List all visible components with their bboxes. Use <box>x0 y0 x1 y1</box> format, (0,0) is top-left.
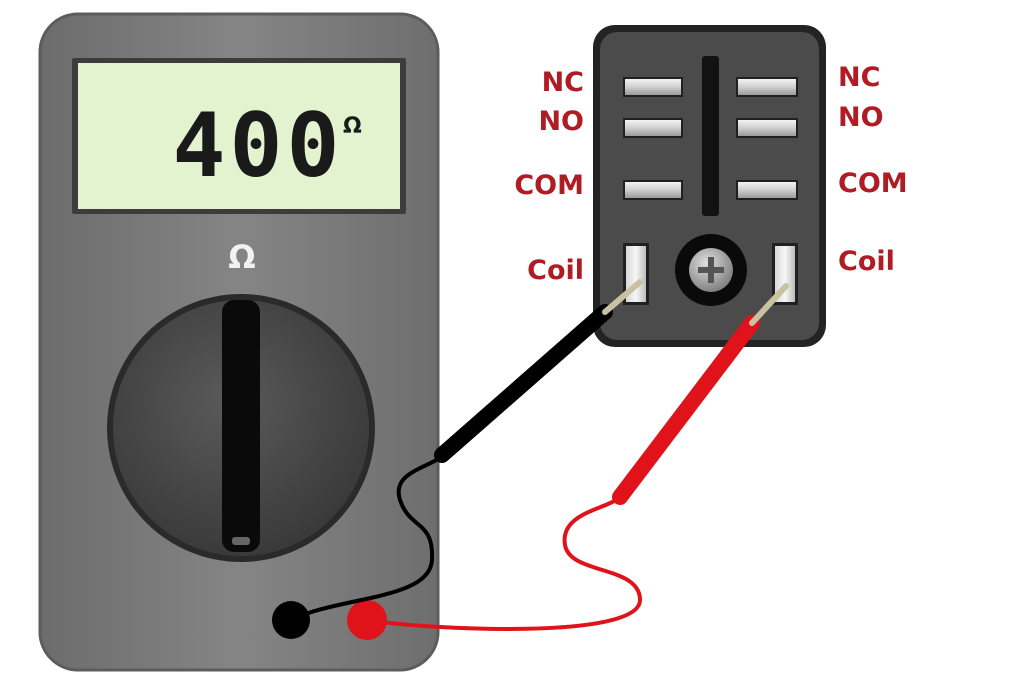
label-coil-right: Coil <box>838 246 895 277</box>
black-lead-wire <box>289 456 442 622</box>
lcd-reading: 400 <box>173 94 344 197</box>
black-probe[interactable] <box>434 279 643 463</box>
red-lead-wire <box>365 498 643 631</box>
label-no-left: NO <box>538 106 584 137</box>
label-nc-left: NC <box>542 67 584 98</box>
label-coil-left: Coil <box>527 255 584 286</box>
rotary-selector-dial[interactable] <box>107 294 375 562</box>
dial-mode-label: Ω <box>228 238 255 276</box>
label-com-left: COM <box>514 170 584 201</box>
multimeter: 400 Ω Ω <box>38 12 440 672</box>
label-nc-right: NC <box>838 62 880 93</box>
red-probe[interactable] <box>612 283 789 505</box>
label-no-right: NO <box>838 102 884 133</box>
lcd-display: 400 Ω <box>72 58 406 214</box>
lcd-unit-symbol: Ω <box>343 114 362 139</box>
mounting-screw-icon <box>675 234 747 306</box>
relay-divider <box>702 56 719 216</box>
dial-pointer <box>222 300 260 552</box>
relay <box>593 25 826 347</box>
label-com-right: COM <box>838 168 908 199</box>
